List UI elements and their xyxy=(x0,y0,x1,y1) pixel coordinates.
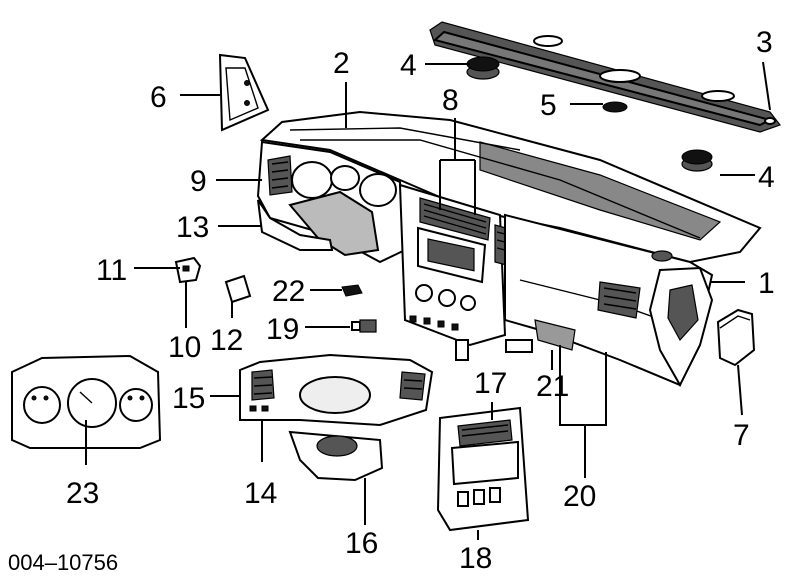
callout-17: 17 xyxy=(474,367,507,400)
part-end-cap xyxy=(218,53,270,132)
part-cluster-bezel xyxy=(239,353,434,427)
part-instrument-cluster xyxy=(11,354,162,449)
part-module xyxy=(716,308,756,367)
part-defroster-panel xyxy=(429,21,781,133)
part-instrument-panel xyxy=(256,110,762,388)
callout-22: 22 xyxy=(272,275,305,308)
callout-4-upper: 4 xyxy=(400,49,417,82)
callout-19: 19 xyxy=(266,313,299,346)
callout-15: 15 xyxy=(172,382,205,415)
callout-3: 3 xyxy=(756,26,773,59)
callout-10: 10 xyxy=(168,331,201,364)
callout-21: 21 xyxy=(536,370,569,403)
part-bracket-small xyxy=(174,256,202,284)
part-clip-upper xyxy=(466,56,500,80)
part-center-bezel xyxy=(436,406,530,532)
part-plug xyxy=(341,284,363,297)
leader-lines xyxy=(85,61,771,540)
callout-18: 18 xyxy=(459,542,492,575)
callout-16: 16 xyxy=(345,527,378,560)
part-screw xyxy=(351,319,377,333)
figure-reference-number: 004–10756 xyxy=(8,550,118,575)
callout-9: 9 xyxy=(190,165,207,198)
part-cap xyxy=(602,101,628,113)
part-clip-right xyxy=(681,149,713,172)
callout-20: 20 xyxy=(563,480,596,513)
callout-12: 12 xyxy=(210,324,243,357)
callout-11: 11 xyxy=(96,254,127,287)
callout-6: 6 xyxy=(150,81,167,114)
callout-14: 14 xyxy=(244,477,277,510)
callout-7: 7 xyxy=(733,419,750,452)
part-cover-small xyxy=(224,274,252,304)
callout-4-right: 4 xyxy=(758,161,775,194)
callout-13: 13 xyxy=(176,211,209,244)
callout-23: 23 xyxy=(66,477,99,510)
part-column-cover xyxy=(288,430,384,482)
callout-8: 8 xyxy=(442,84,459,117)
callout-2: 2 xyxy=(333,47,350,80)
callout-5: 5 xyxy=(540,89,557,122)
callout-1: 1 xyxy=(758,267,775,300)
